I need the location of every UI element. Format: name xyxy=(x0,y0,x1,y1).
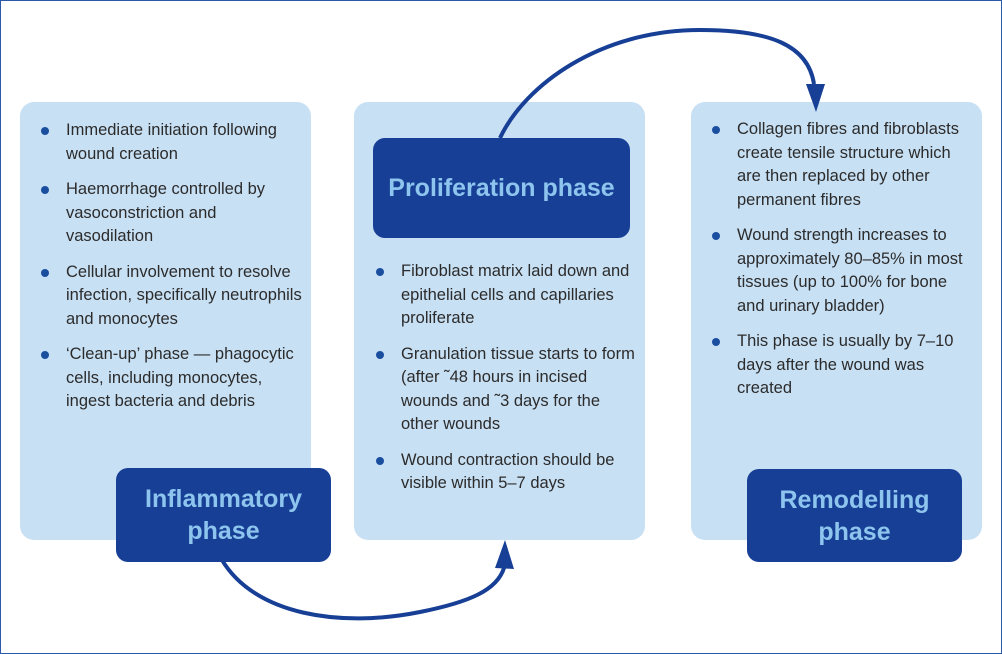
bullet-item: Cellular involvement to resolve infectio… xyxy=(40,261,302,332)
proliferation-phase-label: Proliferation phase xyxy=(373,138,630,238)
bullet-item: Immediate initiation following wound cre… xyxy=(40,119,302,166)
proliferation-bullet-list: Fibroblast matrix laid down and epitheli… xyxy=(375,260,637,508)
inflammatory-bullet-list: Immediate initiation following wound cre… xyxy=(40,119,302,426)
bullet-item: Haemorrhage controlled by vasoconstricti… xyxy=(40,178,302,249)
remodelling-panel xyxy=(691,102,982,540)
arrow-inflammatory-to-proliferation xyxy=(220,558,506,621)
bullet-item: Collagen fibres and fibroblasts create t… xyxy=(711,118,973,212)
arrow-proliferation-to-remodelling xyxy=(498,27,816,139)
arrowhead-up-icon xyxy=(495,540,514,569)
bullet-item: Wound strength increases to approximatel… xyxy=(711,224,973,318)
bullet-item: Granulation tissue starts to form (after… xyxy=(375,343,637,437)
bullet-item: Wound contraction should be visible with… xyxy=(375,449,637,496)
bullet-item: This phase is usually by 7–10 days after… xyxy=(711,330,973,401)
bullet-item: Fibroblast matrix laid down and epitheli… xyxy=(375,260,637,331)
inflammatory-panel xyxy=(20,102,311,540)
remodelling-phase-label: Remodelling phase xyxy=(747,469,962,562)
bullet-item: ‘Clean-up’ phase — phagocytic cells, inc… xyxy=(40,343,302,414)
remodelling-bullet-list: Collagen fibres and fibroblasts create t… xyxy=(711,118,973,413)
arrowhead-down-icon xyxy=(806,84,825,112)
inflammatory-phase-label: Inflammatory phase xyxy=(116,468,331,562)
